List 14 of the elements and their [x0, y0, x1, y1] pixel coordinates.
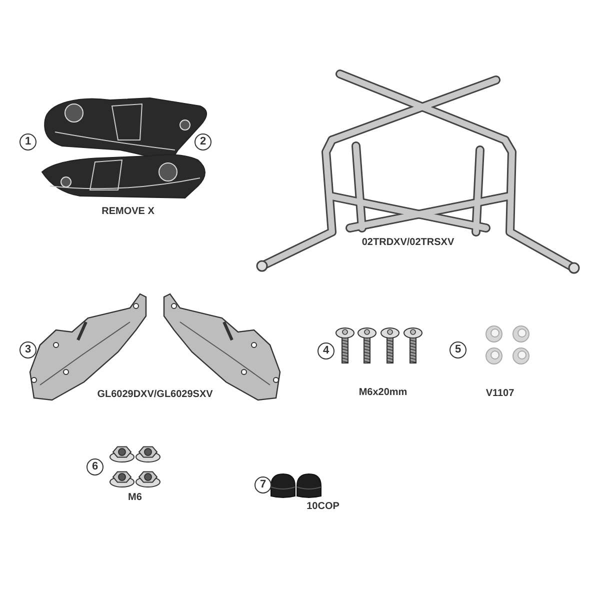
callout-number: 6 [86, 458, 104, 476]
part-code: M6 [128, 493, 142, 503]
callout-number: 2 [194, 134, 212, 150]
callout-number: 1 [20, 134, 36, 150]
part-code: 10COP [306, 502, 340, 512]
callout-number: 7 [254, 476, 272, 494]
part-code: REMOVE X [102, 207, 154, 217]
callout-number: 4 [318, 342, 334, 360]
callout-number: 3 [20, 342, 36, 358]
part-code: 02TRDXV/02TRSXV [362, 238, 454, 248]
callout-number: 5 [450, 342, 466, 358]
part-code: M6x20mm [358, 388, 408, 398]
part-code: GL6029DXV/GL6029SXV [97, 390, 213, 400]
part-code: V1107 [486, 389, 514, 399]
